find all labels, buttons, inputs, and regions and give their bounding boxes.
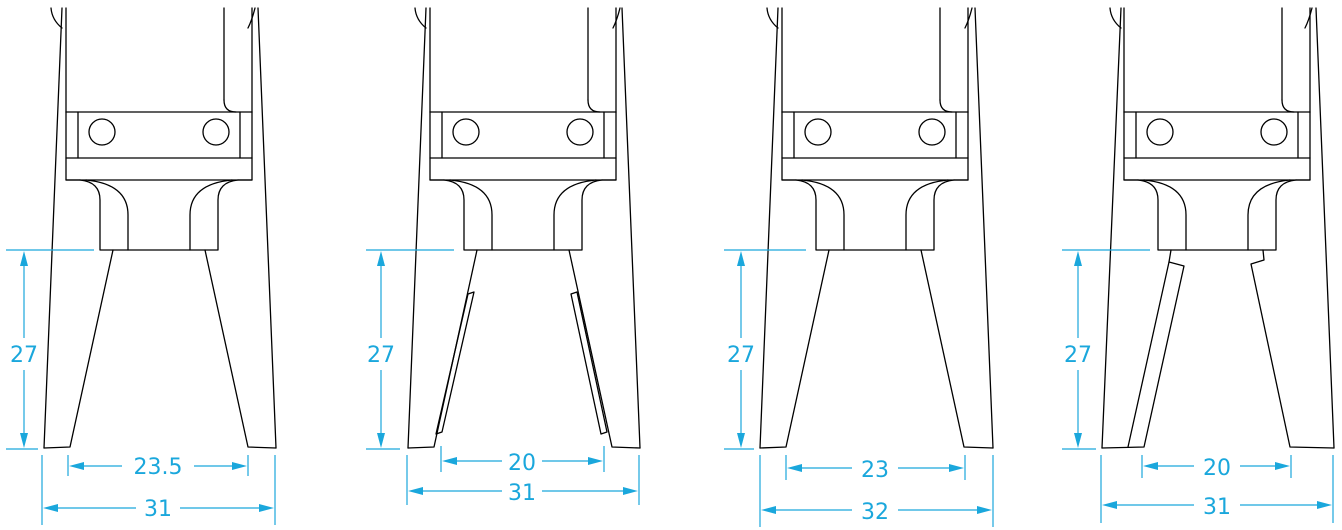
inner-width-label: 23 — [861, 458, 889, 483]
outer-width-label: 31 — [1203, 495, 1231, 520]
height-dimension-label: 27 — [727, 343, 755, 368]
inner-width-label: 23.5 — [134, 455, 183, 480]
right-jaw — [920, 249, 994, 449]
height-dimension: 27 — [724, 249, 806, 450]
inner-width-dimension: 20 — [440, 446, 605, 476]
height-dimension-label: 27 — [1064, 343, 1092, 368]
gripper-body-outline — [407, 7, 641, 449]
right-jaw — [204, 249, 277, 449]
left-jaw-pad — [435, 291, 475, 435]
height-dimension: 27 — [366, 249, 454, 450]
left-jaw — [1101, 249, 1185, 449]
height-dimension-label: 27 — [367, 343, 395, 368]
outer-width-label: 31 — [508, 481, 536, 506]
gripper-figure-3: 27 23 32 — [724, 7, 994, 527]
outer-width-dimension: 32 — [759, 455, 994, 527]
right-jaw — [568, 249, 641, 449]
gripper-body-outline — [1101, 7, 1335, 449]
inner-width-dimension: 20 — [1141, 455, 1292, 481]
left-jaw — [407, 249, 478, 449]
inner-width-label: 20 — [1203, 456, 1231, 481]
gripper-body-outline — [43, 7, 277, 449]
left-jaw — [759, 249, 830, 449]
inner-width-dimension: 23.5 — [67, 455, 249, 480]
inner-width-dimension: 23 — [785, 455, 966, 483]
height-dimension-label: 27 — [10, 343, 38, 368]
gripper-figure-1: 27 23.5 31 — [6, 7, 277, 525]
outer-width-dimension: 31 — [406, 455, 640, 506]
outer-width-dimension: 31 — [1100, 455, 1334, 523]
outer-width-label: 32 — [861, 500, 889, 525]
gripper-figure-2: 27 20 31 — [366, 7, 641, 506]
right-jaw-pad — [570, 291, 608, 435]
left-jaw — [43, 249, 114, 449]
gripper-figure-4: 27 20 31 — [1062, 7, 1335, 523]
height-dimension: 27 — [6, 249, 94, 450]
gripper-body-outline — [759, 7, 994, 449]
inner-width-label: 20 — [508, 451, 536, 476]
outer-width-label: 31 — [144, 497, 172, 522]
right-jaw — [1250, 249, 1335, 449]
outer-width-dimension: 31 — [41, 455, 276, 525]
height-dimension: 27 — [1062, 249, 1150, 450]
